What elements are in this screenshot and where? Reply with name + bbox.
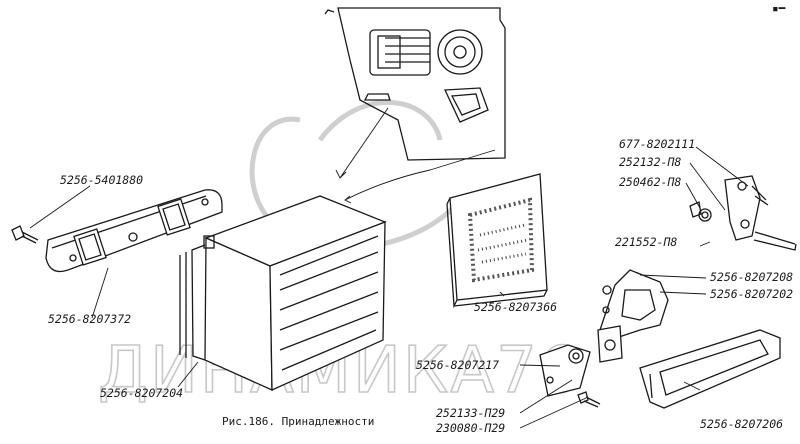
label-252133-P29: 252133-П29 bbox=[436, 406, 505, 420]
label-5256-8207202: 5256-8207202 bbox=[710, 287, 793, 301]
label-5256-8207217: 5256-8207217 bbox=[416, 358, 499, 372]
small-hinge-drawing bbox=[539, 344, 601, 408]
label-5256-8207204: 5256-8207204 bbox=[100, 386, 183, 400]
label-230080-P29: 230080-П29 bbox=[436, 421, 505, 435]
frame-drawing bbox=[639, 329, 781, 409]
label-250462-P8: 250462-П8 bbox=[619, 175, 681, 189]
label-5256-8207372: 5256-8207372 bbox=[48, 312, 131, 326]
manual-book-drawing bbox=[446, 173, 548, 309]
label-252132-P8: 252132-П8 bbox=[619, 155, 681, 169]
label-5256-8207208: 5256-8207208 bbox=[710, 270, 793, 284]
storage-box-drawing bbox=[179, 195, 387, 392]
hinge-bracket-drawing bbox=[597, 269, 669, 363]
latch-assembly-drawing bbox=[689, 175, 797, 251]
label-221552-P8: 221552-П8 bbox=[615, 235, 677, 249]
label-5256-8207206: 5256-8207206 bbox=[700, 417, 783, 431]
corner-mark: ▪━ bbox=[772, 2, 786, 15]
label-5256-8207366: 5256-8207366 bbox=[474, 300, 557, 314]
cab-outline-drawing bbox=[324, 7, 506, 204]
label-5256-5401880: 5256-5401880 bbox=[60, 173, 143, 187]
leader-lines bbox=[29, 146, 749, 429]
switch-panel-drawing bbox=[11, 189, 223, 273]
label-677-8202111: 677-8202111 bbox=[619, 137, 695, 151]
figure-caption: Рис.186. Принадлежности bbox=[222, 415, 374, 428]
